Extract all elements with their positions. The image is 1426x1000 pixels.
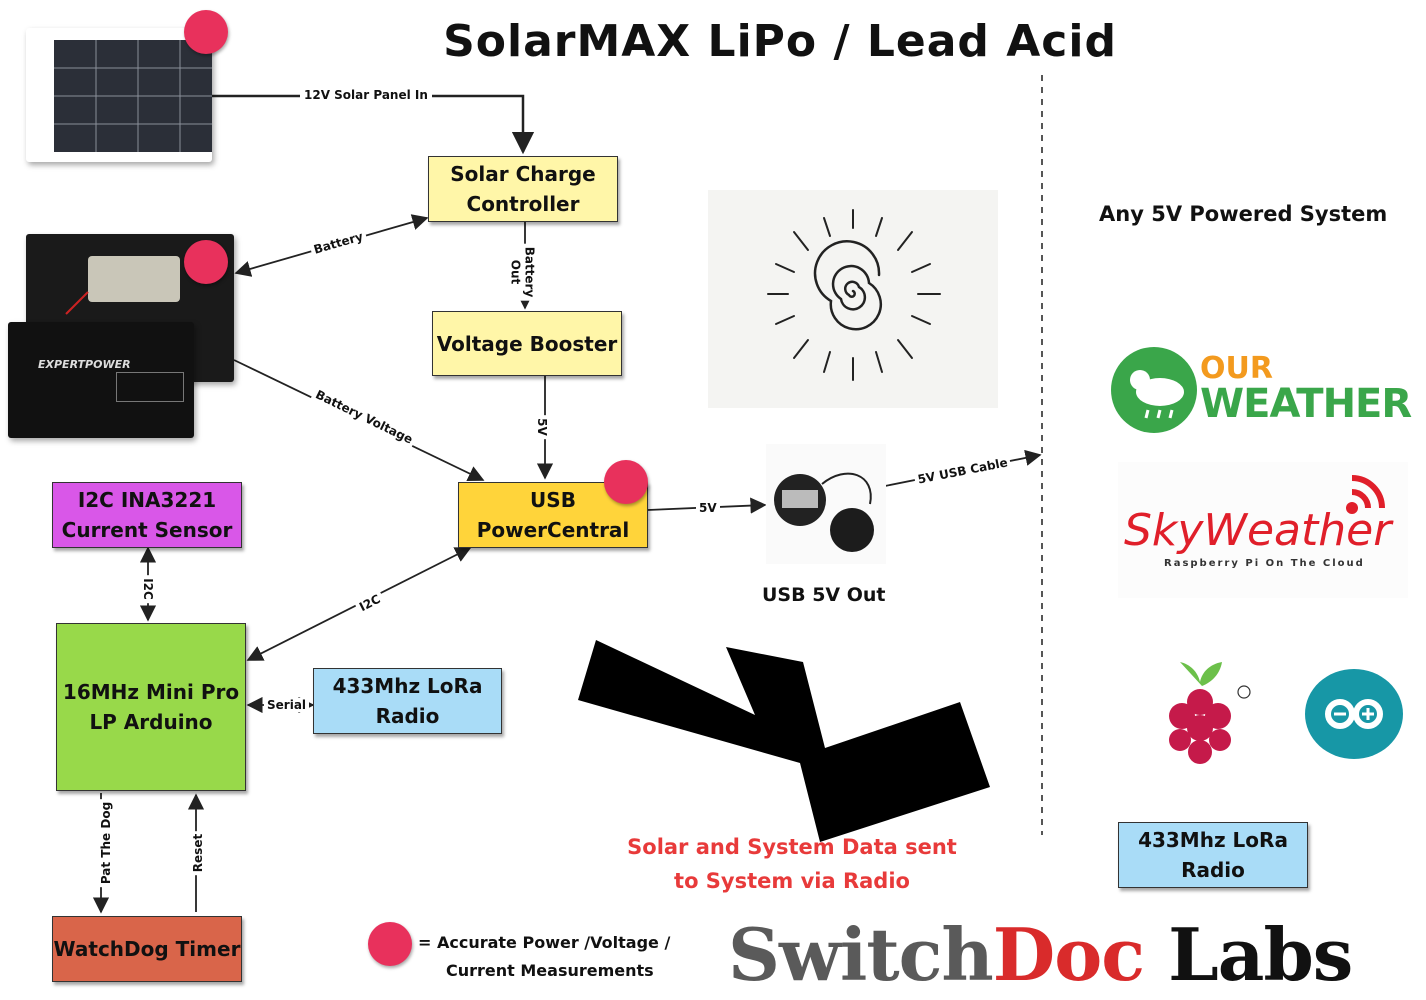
ourweather-word-our: OUR [1200,351,1273,386]
label-reset: Reset [191,830,206,876]
current-sensor-line2: Current Sensor [61,518,233,542]
voltage-booster-box: Voltage Booster [432,311,622,376]
skyweather-name: SkyWeather [1124,505,1392,556]
skyweather-tagline: Raspberry Pi On The Cloud [1164,558,1365,569]
label-battery-out: Battery Out [508,243,537,301]
brand-switch: Switch [728,912,994,997]
radio-message: Solar and System Data sent to System via… [610,830,974,898]
legend-dot [368,922,412,966]
measurement-dot-usb [604,460,648,504]
usb-out-image [766,444,886,564]
brand-labs: Labs [1168,912,1353,997]
ourweather-logo: OUR WEATHER [1110,344,1416,434]
solar-charge-controller-line2: Controller [466,192,580,216]
label-battery-out-line2: Out [508,259,523,285]
measurement-dot-solar [184,10,228,54]
skyweather-logo: SkyWeather Raspberry Pi On The Cloud [1118,462,1408,598]
right-heading: Any 5V Powered System [1099,202,1388,226]
sun-sketch-image [708,190,998,408]
current-sensor-line1: I2C INA3221 [77,488,217,512]
lora-radio-left-box: 433Mhz LoRa Radio [313,668,502,734]
solar-panel-image [26,28,222,162]
usb-powercentral-line2: PowerCentral [476,518,630,542]
lora-radio-left-line1: 433Mhz LoRa [332,674,483,698]
arduino-line1: 16MHz Mini Pro [62,680,240,704]
legend-text: = Accurate Power /Voltage / Current Meas… [418,929,670,985]
lora-radio-right-box: 433Mhz LoRa Radio [1118,822,1308,888]
label-5v-booster: 5V [534,415,549,439]
label-pat-the-dog: Pat The Dog [99,798,114,888]
label-i2c-sensor: I2C [140,575,155,603]
usb-powercentral-box: USB PowerCentral [458,482,648,548]
label-5v-usb: 5V [696,501,720,515]
lead-acid-battery-image: EXPERTPOWER [8,322,194,438]
raspberry-pi-logo [1150,654,1254,774]
lora-radio-left-line2: Radio [375,704,440,728]
legend-line2: Current Measurements [446,961,654,980]
solar-charge-controller-box: Solar Charge Controller [428,156,618,222]
diagram-title: SolarMAX LiPo / Lead Acid [443,16,1117,67]
legend-line1: = Accurate Power /Voltage / [418,933,671,952]
radio-message-line2: to System via Radio [674,869,910,893]
usb-out-label: USB 5V Out [762,584,886,606]
lipo-battery-icon [65,256,180,315]
radio-lightning-bolt [578,640,990,842]
solar-panel-icon [54,40,222,152]
switchdoc-labs-brand: SwitchDoc Labs [728,912,1418,998]
lora-radio-right-line1: 433Mhz LoRa [1138,828,1288,852]
usb-port-icon [774,472,874,552]
ourweather-word-weather: WEATHER [1200,381,1412,427]
label-serial: Serial [264,698,310,712]
voltage-booster-label: Voltage Booster [436,331,618,356]
battery-spec-label [116,372,184,402]
brand-doc: Doc [992,912,1145,997]
label-battery-out-line1: Battery [522,246,537,298]
battery-brand-label: EXPERTPOWER [38,358,131,371]
weather-cloud-icon [1111,347,1197,433]
arduino-line2: LP Arduino [89,710,213,734]
brand-space [1144,912,1168,997]
arduino-box: 16MHz Mini Pro LP Arduino [56,623,246,791]
watchdog-timer-label: WatchDog Timer [53,937,241,961]
radio-message-line1: Solar and System Data sent [627,835,957,859]
watchdog-timer-box: WatchDog Timer [52,916,242,982]
arduino-infinity-icon [1305,669,1403,759]
usb-powercentral-line1: USB [530,488,576,512]
raspberry-pi-icon [1169,662,1251,764]
wifi-signal-icon [1346,475,1385,514]
label-solar-in: 12V Solar Panel In [300,88,432,102]
solar-charge-controller-line1: Solar Charge [450,162,596,186]
lora-radio-right-line2: Radio [1181,858,1245,882]
wire-solar-in [212,94,535,155]
current-sensor-box: I2C INA3221 Current Sensor [52,482,242,548]
sun-icon [767,209,941,381]
arduino-logo [1304,668,1404,760]
measurement-dot-battery [184,240,228,284]
